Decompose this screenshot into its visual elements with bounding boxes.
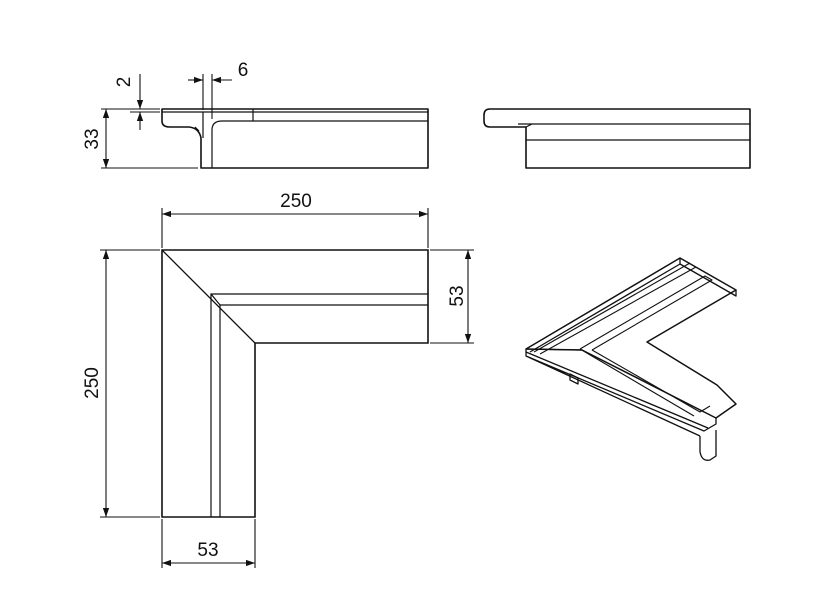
plan-miter-line: [161, 249, 256, 344]
front-profile-view: [483, 108, 751, 169]
profile-inner-lines: [162, 109, 428, 168]
dimension-right-leg-width-label: 53: [447, 285, 468, 306]
dimension-profile-height: [101, 108, 198, 169]
side-profile-view: [161, 108, 429, 169]
iso-top-face: [525, 257, 737, 419]
dimension-groove-depth-label: 2: [114, 77, 135, 88]
dimension-right-leg-width: [430, 249, 474, 344]
dimension-side-length-label: 250: [82, 367, 103, 399]
plan-groove-lines: [210, 293, 428, 517]
dimension-top-length-label: 250: [280, 191, 312, 212]
dimension-groove-width-label: 6: [238, 60, 249, 81]
dimension-bottom-leg-width-label: 53: [197, 540, 218, 561]
dimension-top-length: [161, 208, 429, 248]
isometric-view: [525, 257, 737, 461]
front-profile-inner-lines: [518, 123, 750, 141]
iso-groove-lines: [533, 262, 713, 417]
iso-flange: [569, 373, 717, 461]
dimension-groove-width: [188, 74, 232, 119]
plan-view: [161, 249, 429, 518]
dimension-side-length: [100, 249, 160, 518]
iso-miter-line: [525, 348, 583, 351]
profile-outline: [161, 108, 429, 169]
iso-back-edge: [529, 258, 737, 353]
iso-thickness-edges: [525, 349, 717, 437]
front-profile-outline: [483, 108, 751, 169]
dimension-profile-height-label: 33: [82, 128, 103, 149]
dimension-bottom-leg-width: [161, 519, 256, 568]
